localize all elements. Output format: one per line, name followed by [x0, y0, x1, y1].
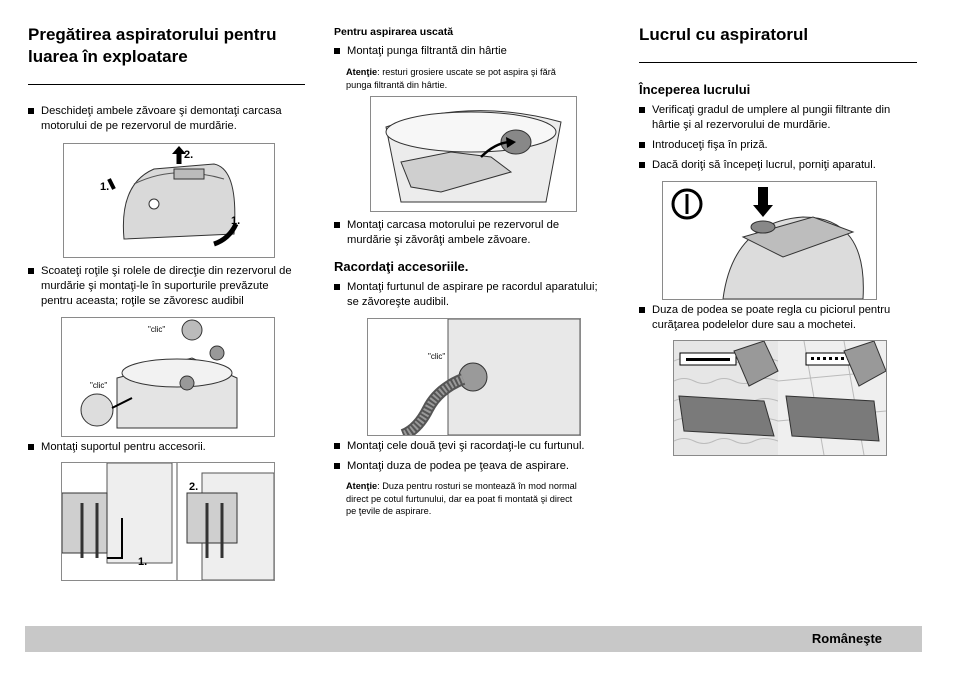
instruction-tubes: Montaţi cele două ţevi şi racordaţi-le c…	[334, 439, 632, 454]
instruction-accessory-holder: Montaţi suportul pentru accesorii.	[28, 440, 331, 455]
footer-language: Românеşte	[811, 631, 882, 646]
instruction-plug: Introduceţi fişa în priză.	[639, 138, 932, 153]
note-dry-coarse: Atenţie: resturi grosiere uscate se pot …	[346, 67, 556, 90]
fig1-step-1b: 1.	[231, 215, 240, 227]
figure-power-switch	[662, 181, 877, 300]
figure-accessory-holder: 2. 1.	[61, 462, 275, 581]
figure-mount-wheels: "clic" "clic"	[61, 317, 275, 437]
title-rule-working	[639, 62, 917, 63]
instruction-floor-nozzle: Montaţi duza de podea pe ţeava de aspira…	[334, 459, 632, 474]
fig1-step-1a: 1.	[100, 181, 109, 193]
fig3-step-2: 2.	[189, 481, 198, 493]
title-rule	[28, 84, 305, 85]
figure-remove-motor-housing: 2. 1. 1.	[63, 143, 275, 258]
note-crevice-nozzle: Atenţie: Duza pentru rosturi se montează…	[346, 481, 577, 516]
power-icon	[671, 188, 703, 220]
fig-hose-clic: "clic"	[428, 352, 445, 361]
section-start-work: Începerea lucrului	[639, 82, 751, 97]
instruction-adjust-nozzle: Duza de podea se poate regla cu piciorul…	[639, 303, 932, 333]
page-title-working: Lucrul cu aspiratorul	[639, 25, 809, 44]
figure-mount-hose: "clic"	[367, 318, 581, 436]
instruction-mount-hose: Montaţi furtunul de aspirare pe racordul…	[334, 280, 632, 310]
footer-bar: Românеşte	[25, 626, 922, 652]
figure-floor-nozzle	[673, 340, 887, 456]
fig3-step-1: 1.	[138, 556, 147, 568]
section-dry-vacuuming: Pentru aspirarea uscată	[334, 26, 454, 38]
page-title-preparation: Pregătirea aspiratorului pentru luarea î…	[28, 25, 277, 66]
instruction-paper-bag: Montaţi punga filtrantă din hârtie	[334, 44, 627, 59]
fig2-clic-b: "clic"	[90, 381, 107, 390]
section-connect-accessories: Racordaţi accesoriile.	[334, 259, 469, 274]
instruction-wheels: Scoateţi roţile şi rolele de direcţie di…	[28, 264, 331, 309]
instruction-switch-on: Dacă doriţi să începeţi lucrul, porniţi …	[639, 158, 932, 173]
fig1-step-2: 2.	[184, 149, 193, 161]
figure-paper-bag	[370, 96, 577, 212]
instruction-check-fill: Verificaţi gradul de umplere al pungii f…	[639, 103, 932, 133]
fig2-clic-a: "clic"	[148, 325, 165, 334]
instruction-open-latches: Deschideţi ambele zăvoare şi demontaţi c…	[28, 104, 331, 134]
instruction-mount-housing: Montaţi carcasa motorului pe rezervorul …	[334, 218, 627, 248]
